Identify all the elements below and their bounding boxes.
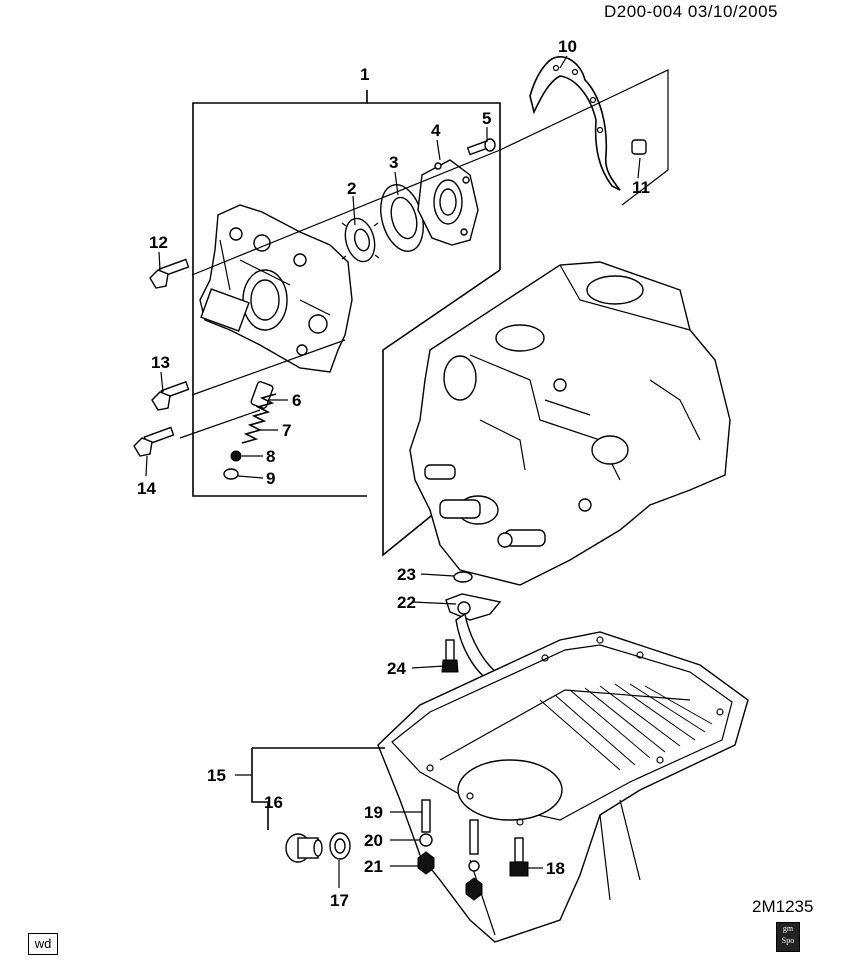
- wd-label: wd: [34, 936, 52, 951]
- snap-ring: [223, 468, 239, 480]
- rear-cover-gasket: [529, 56, 621, 191]
- pickup-bolt: [441, 639, 459, 673]
- pickup-gasket: [453, 571, 473, 583]
- callout-8: 8: [266, 447, 275, 466]
- spring-seat: [230, 450, 242, 462]
- callout-1: 1: [360, 65, 369, 84]
- callout-24: 24: [387, 659, 406, 678]
- callout-5: 5: [482, 109, 491, 128]
- gm-spo-badge: gm Spo: [776, 922, 800, 952]
- bolt-14: [133, 426, 175, 457]
- callout-9: 9: [266, 469, 275, 488]
- gasket-guide-line-2: [621, 169, 669, 206]
- document-code: D200-004 03/10/2005: [604, 2, 778, 21]
- callout-13: 13: [151, 353, 170, 372]
- oil-pan: [377, 631, 749, 943]
- stud-bolt: [417, 799, 435, 875]
- callout-12: 12: [149, 233, 168, 252]
- callout-23: 23: [397, 565, 416, 584]
- oil-pump-body: [199, 204, 353, 373]
- callout-4: 4: [431, 121, 441, 140]
- callout-10: 10: [558, 37, 577, 56]
- callout-19: 19: [364, 803, 383, 822]
- callout-18: 18: [546, 859, 565, 878]
- callout-21: 21: [364, 857, 383, 876]
- relief-spring: [241, 393, 277, 444]
- badge-line-2: Spo: [781, 936, 795, 945]
- badge-line-1: gm: [782, 924, 794, 933]
- callout-3: 3: [389, 153, 398, 172]
- callout-6: 6: [292, 391, 301, 410]
- bolt-12: [149, 258, 190, 289]
- oil-pump-assembly-group: [133, 90, 501, 497]
- gasket-guide-line: [499, 69, 669, 170]
- pump-group-bracket: [192, 90, 368, 497]
- inner-rotor: [341, 217, 380, 263]
- dowel-pin: [631, 139, 647, 155]
- pan-bolt: [509, 837, 529, 877]
- callout-11: 11: [632, 178, 650, 197]
- cover-screw: [466, 138, 496, 156]
- callout-22: 22: [397, 593, 416, 612]
- reference-code: 2M1235: [752, 897, 813, 916]
- drain-plug-gasket: [329, 832, 351, 860]
- callout-2: 2: [347, 179, 356, 198]
- callout-20: 20: [364, 831, 383, 850]
- stud-bolt-2: [465, 819, 483, 901]
- pump-cover: [417, 159, 479, 246]
- callout-14: 14: [137, 479, 156, 498]
- wd-label-box: wd: [28, 933, 58, 955]
- drain-plug: [285, 833, 323, 863]
- callout-15: 15: [207, 766, 226, 785]
- outer-rotor: [380, 184, 424, 252]
- engine-block: [382, 261, 731, 586]
- callout-16: 16: [264, 793, 283, 812]
- bolt-13: [151, 380, 190, 411]
- pump-group-bracket-right: [367, 102, 501, 270]
- callout-17: 17: [330, 891, 349, 910]
- callout-7: 7: [282, 421, 291, 440]
- leader-lines: [145, 55, 641, 888]
